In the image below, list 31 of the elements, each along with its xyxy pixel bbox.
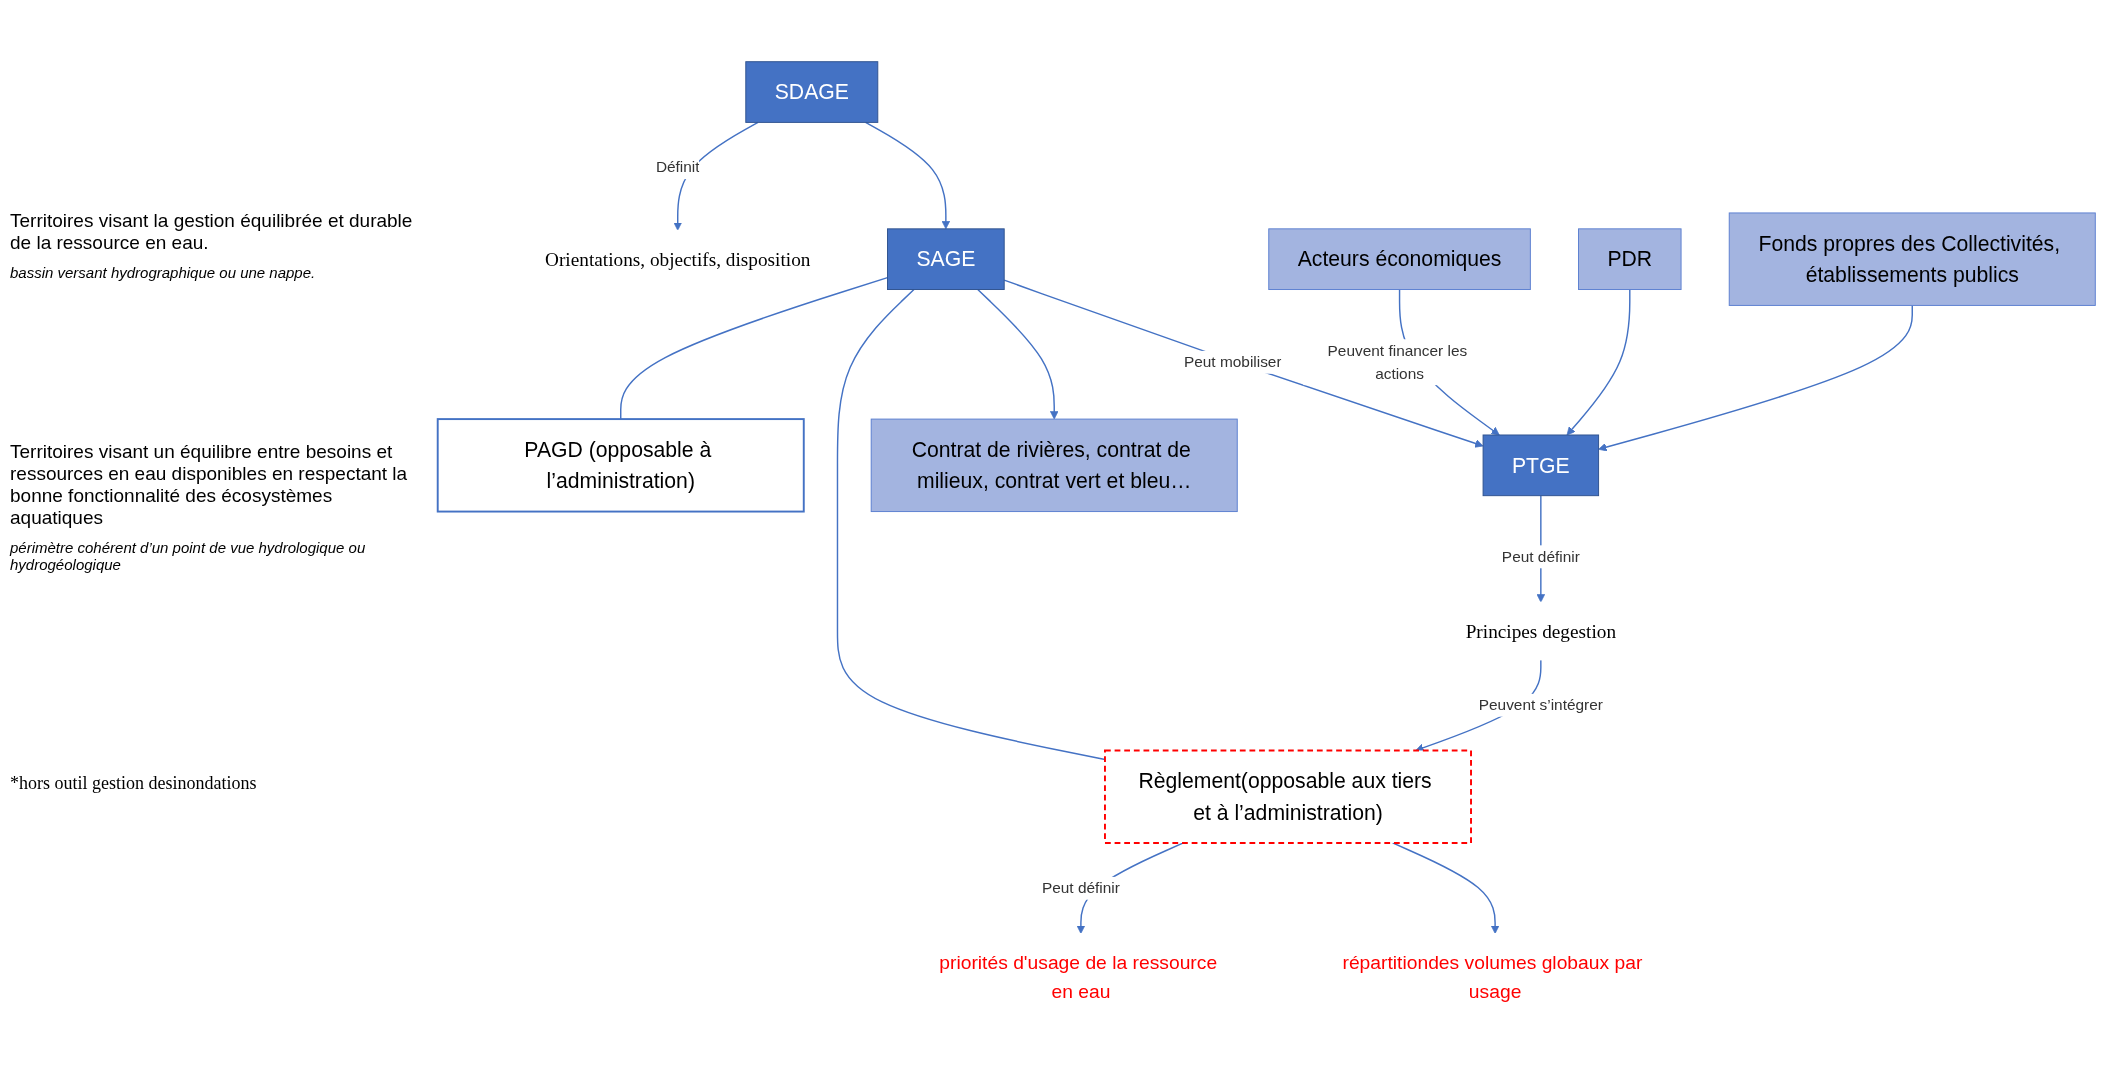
edge-label: Peuvent s’intégrer: [1478, 696, 1603, 713]
edge-label: Définit: [655, 158, 700, 175]
node-box: PAGD (opposable à l’administration): [436, 417, 805, 513]
node-box: Acteurs économiques: [1268, 227, 1531, 290]
node-box: SAGE: [887, 227, 1005, 290]
description-text: Territoires visant la gestion équilibrée et durable de la ressource en eau.: [10, 210, 414, 254]
node-box: Contrat de rivières, contrat de milieux, contrat vert et bleu…: [870, 418, 1238, 512]
arrow: [977, 288, 1059, 419]
arrow: [1566, 288, 1631, 435]
node-text: répartitiondes volumes globaux par usage: [1342, 951, 1643, 1002]
arrow: [1598, 304, 1913, 451]
edge-label: Peut définir: [1501, 547, 1580, 565]
edge-label: Peut mobiliser: [1183, 353, 1282, 370]
arrow: [1003, 278, 1484, 448]
node-box: PTGE: [1482, 434, 1600, 496]
node-box: SDAGE: [745, 60, 879, 123]
connector: [620, 276, 889, 420]
node-box: PDR: [1578, 227, 1682, 290]
description-text: Territoires visant un équilibre entre besoins et ressources en eau disponibles en respectant la bonne fonctionnalité des écosystèmes aquatiques: [10, 441, 409, 529]
edge-label: Peuvent financer les actions: [1327, 341, 1468, 382]
node-text: priorités d'usage de la ressource en eau: [939, 951, 1218, 1002]
arrow: [1391, 841, 1500, 934]
note-text: périmètre cohérent d’un point de vue hydrologique ou hydrogéologique: [10, 539, 367, 573]
arrow: [864, 121, 951, 229]
node-box: Règlement(opposable aux tiers et à l’administration): [1104, 749, 1472, 844]
node-text: Orientations, objectifs, disposition: [545, 248, 811, 270]
edge-label: Peut définir: [1041, 879, 1120, 896]
note-text: bassin versant hydrographique ou une nappe.: [10, 264, 317, 281]
node-box: Fonds propres des Collectivités, établissements publics: [1728, 212, 2096, 306]
node-text: Principes degestion: [1465, 619, 1617, 642]
footnote: *hors outil gestion desinondations: [10, 773, 258, 794]
